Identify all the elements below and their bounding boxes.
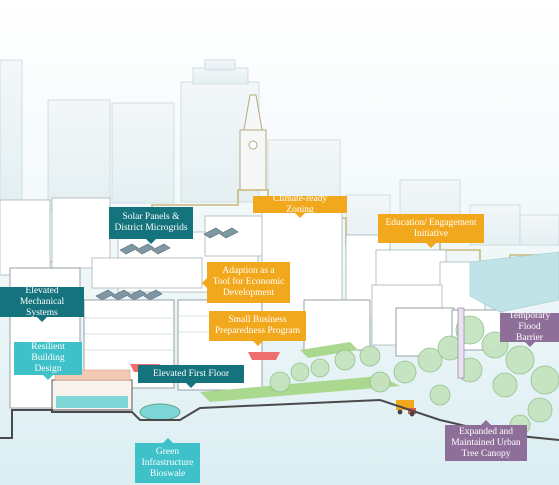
label-climate-ready-zoning: Climate-ready Zoning [253, 194, 347, 218]
label-temporary-flood-barrier: Temporary Flood Barrier [500, 311, 559, 347]
label-small-business-program: Small Business Preparedness Program [209, 311, 306, 346]
street-trees [269, 315, 559, 436]
ground-line [0, 398, 559, 441]
label-elevated-first-floor: Elevated First Floor [138, 365, 244, 388]
river [469, 251, 559, 313]
label-solar-panels: Solar Panels & District Microgrids [109, 207, 193, 244]
label-resilient-building: Resilient Building Design [14, 342, 82, 380]
solar-panel-arrays [95, 227, 239, 301]
label-adaption-economic-development: Adaption as a Tool for Economic Developm… [202, 262, 290, 303]
label-education-engagement: Education/ Engagement Initiative [378, 214, 484, 248]
bioswale-pond [139, 403, 181, 421]
label-green-bioswale: Green Infrastructure Bioswale [135, 438, 200, 483]
flood-water [56, 396, 128, 408]
midground-buildings [0, 197, 486, 346]
striped-awning [54, 369, 131, 381]
flood-barrier [457, 307, 465, 379]
label-elevated-mechanical: Elevated Mechanical Systems [0, 286, 84, 322]
label-urban-tree-canopy: Expanded and Maintained Urban Tree Canop… [445, 420, 527, 461]
clock-tower [239, 94, 267, 191]
green-park [200, 342, 400, 402]
